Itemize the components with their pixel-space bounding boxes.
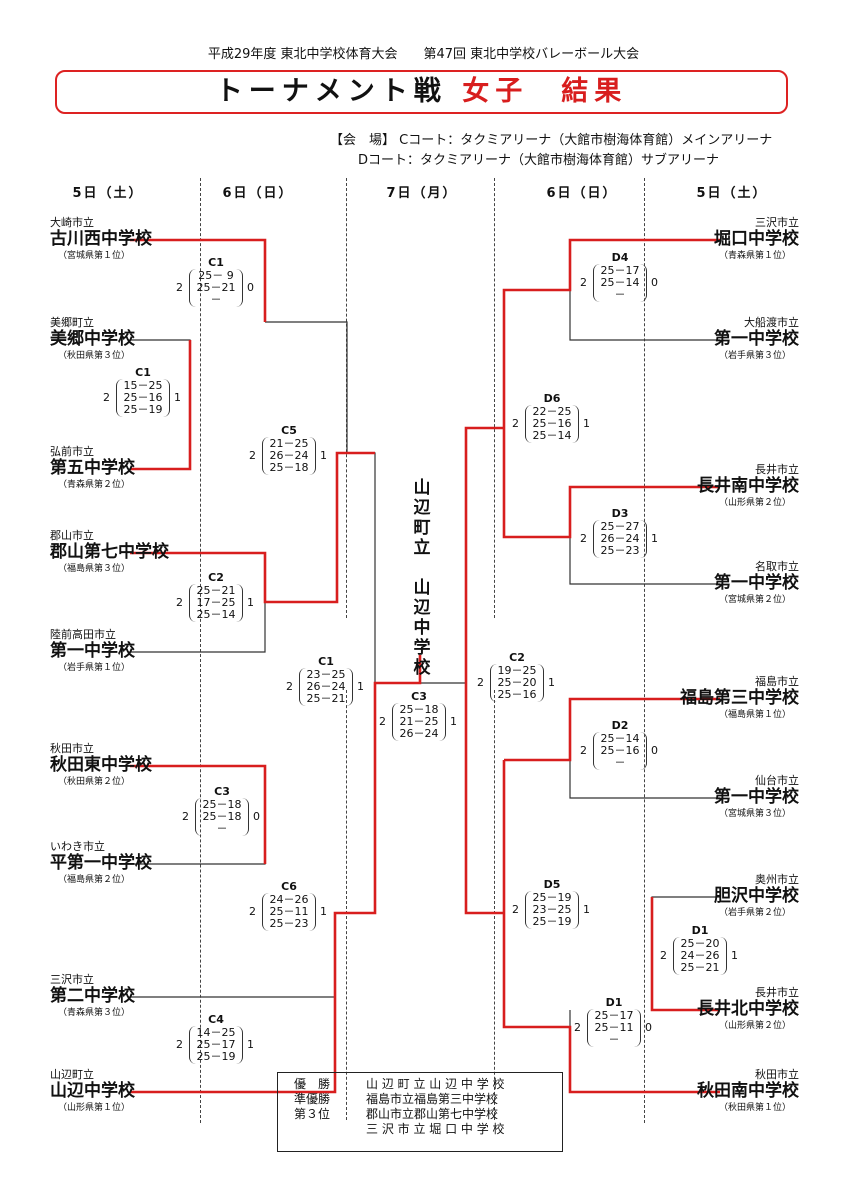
team-left: 秋田市立秋田東中学校（秋田県第２位） [50, 742, 152, 787]
column-divider [494, 178, 495, 618]
team-right: 長井市立長井北中学校（山形県第２位） [697, 986, 799, 1031]
column-divider [200, 178, 201, 1123]
team-right: 秋田市立秋田南中学校（秋田県第１位） [697, 1068, 799, 1113]
column-divider [346, 690, 347, 1120]
bracket-line [504, 697, 720, 762]
bracket-line [265, 321, 376, 683]
day-header-2: 6日（日） [222, 186, 294, 201]
team-left: 弘前市立第五中学校（青森県第２位） [50, 445, 135, 490]
bracket-line [130, 655, 422, 1094]
team-right: 奥州市立胆沢中学校（岩手県第２位） [714, 873, 799, 918]
bracket-line [502, 238, 720, 539]
title-red: 女子 結果 [462, 76, 628, 107]
team-right: 三沢市立堀口中学校（青森県第１位） [714, 216, 799, 261]
result-row: 準優勝福島市立福島第三中学校 [294, 1092, 499, 1106]
venue-d: Dコート：タクミアリーナ（大館市樹海体育館）サブアリーナ [358, 153, 720, 168]
day-header-5: 5日（土） [696, 186, 768, 201]
team-left: 陸前高田市立第一中学校（岩手県第１位） [50, 628, 135, 673]
day-header-4: 6日（日） [546, 186, 618, 201]
result-row: 第３位郡山市立郡山第七中学校 [294, 1107, 499, 1121]
team-right: 長井市立長井南中学校（山形県第２位） [697, 463, 799, 508]
team-left: 郡山市立郡山第七中学校（福島県第３位） [50, 529, 169, 574]
bracket-line [464, 426, 504, 915]
team-left: 山辺町立山辺中学校（山形県第１位） [50, 1068, 135, 1113]
team-right: 福島市立福島第三中学校（福島県第１位） [680, 675, 799, 720]
team-left: 美郷町立美郷中学校（秋田県第３位） [50, 316, 135, 361]
team-left: 大崎市立古川西中学校（宮城県第１位） [50, 216, 152, 261]
venue-c: 【会 場】 Cコート：タクミアリーナ（大館市樹海体育館）メインアリーナ [330, 133, 773, 148]
bracket-line [130, 238, 267, 322]
champion-name-vertical: 山辺 町立 山 辺中 学校 [413, 478, 431, 678]
bracket-line [130, 764, 267, 864]
column-divider [644, 178, 645, 1123]
result-row: 三 沢 市 立 堀 口 中 学 校 [366, 1122, 505, 1136]
final-results-box: 優 勝山 辺 町 立 山 辺 中 学 校 準優勝福島市立福島第三中学校 第３位郡… [277, 1072, 563, 1152]
column-divider [494, 690, 495, 1120]
bracket-line [130, 602, 266, 653]
day-header-1: 5日（土） [72, 186, 144, 201]
event-header: 平成29年度 東北中学校体育大会 第47回 東北中学校バレーボール大会 [207, 47, 640, 62]
result-row: 優 勝山 辺 町 立 山 辺 中 学 校 [294, 1077, 505, 1091]
title-main: トーナメント戦 [215, 76, 447, 107]
team-left: いわき市立平第一中学校（福島県第２位） [50, 840, 152, 885]
bracket-line [650, 897, 720, 1012]
title-box: トーナメント戦 女子 結果 [55, 70, 788, 114]
team-left: 三沢市立第二中学校（青森県第３位） [50, 973, 135, 1018]
winner-lines [130, 238, 720, 1094]
team-right: 大船渡市立第一中学校（岩手県第３位） [714, 316, 799, 361]
venue-label: 【会 場】 [330, 133, 396, 148]
day-header-3: 7日（月） [386, 186, 458, 201]
bracket-line [502, 760, 720, 1094]
team-right: 名取市立第一中学校（宮城県第２位） [714, 560, 799, 605]
bracket-line [130, 451, 375, 604]
team-right: 仙台市立第一中学校（宮城県第３位） [714, 774, 799, 819]
bracket-line [130, 340, 192, 471]
